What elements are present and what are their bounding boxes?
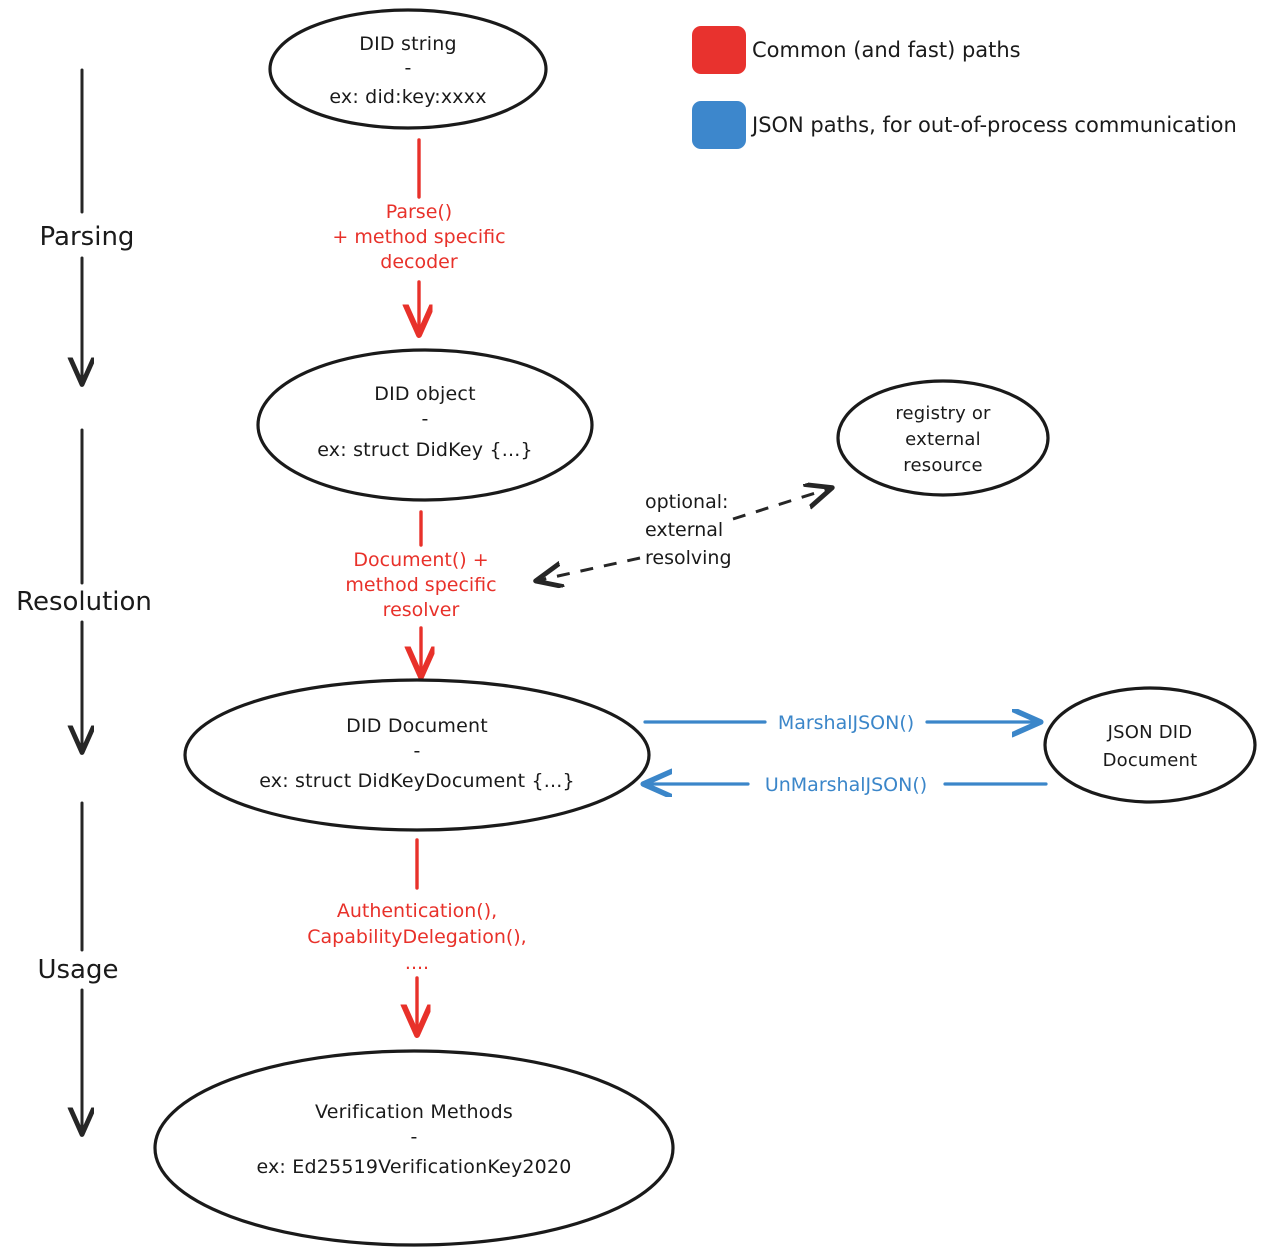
legend-item-common-paths: Common (and fast) paths: [692, 26, 1021, 74]
edge-optional-label-1: optional:: [645, 491, 728, 513]
node-verification-methods[interactable]: Verification Methods - ex: Ed25519Verifi…: [153, 1049, 675, 1247]
node-did-document[interactable]: DID Document - ex: struct DidKeyDocument…: [183, 678, 651, 832]
node-json-did-document[interactable]: JSON DID Document: [1043, 686, 1257, 804]
edge-marshal-json: MarshalJSON(): [643, 712, 1036, 734]
edge-parse-label-3: decoder: [380, 251, 458, 273]
node-verification-methods-ellipse[interactable]: [153, 1049, 675, 1247]
node-did-string[interactable]: DID string - ex: did:key:xxxx: [268, 8, 548, 130]
node-did-document-line-1: DID Document: [346, 715, 488, 737]
edge-document-label-3: resolver: [383, 599, 460, 621]
edge-parse-label-2: + method specific: [332, 226, 505, 248]
node-registry[interactable]: registry or external resource: [836, 379, 1050, 497]
legend-label-json-paths: JSON paths, for out-of-process communica…: [750, 113, 1237, 137]
node-did-document-line-2: -: [413, 740, 420, 762]
node-did-object-line-3: ex: struct DidKey {...}: [317, 439, 533, 461]
node-did-object-line-1: DID object: [374, 383, 475, 405]
edge-optional-label-2: external: [645, 519, 723, 541]
node-registry-line-2: external: [905, 429, 981, 450]
legend: Common (and fast) paths JSON paths, for …: [692, 26, 1237, 149]
phase-label-usage: Usage: [37, 955, 118, 985]
edge-optional-inbound: [540, 556, 641, 580]
node-did-object[interactable]: DID object - ex: struct DidKey {...}: [256, 348, 594, 502]
node-did-object-ellipse[interactable]: [256, 348, 594, 502]
red-swatch-icon: [692, 26, 746, 74]
node-did-string-line-3: ex: did:key:xxxx: [329, 86, 486, 108]
edge-document: Document() + method specific resolver: [345, 510, 497, 672]
node-verification-methods-line-2: -: [410, 1126, 417, 1148]
legend-item-json-paths: JSON paths, for out-of-process communica…: [692, 101, 1237, 149]
node-did-document-ellipse[interactable]: [183, 678, 651, 832]
edge-optional-outbound: [732, 489, 828, 521]
node-did-string-line-2: -: [404, 57, 411, 79]
node-verification-methods-line-1: Verification Methods: [315, 1101, 513, 1123]
edge-parse: Parse() + method specific decoder: [332, 138, 506, 330]
node-verification-methods-line-3: ex: Ed25519VerificationKey2020: [256, 1156, 571, 1178]
edge-optional-external-resolving: optional: external resolving: [540, 489, 828, 580]
node-did-string-ellipse[interactable]: [268, 8, 548, 130]
edge-marshal-label: MarshalJSON(): [778, 712, 914, 734]
edge-optional-label-3: resolving: [645, 547, 732, 569]
edge-document-label-1: Document() +: [353, 549, 488, 571]
phase-label-parsing: Parsing: [40, 222, 135, 252]
node-did-document-line-3: ex: struct DidKeyDocument {...}: [259, 770, 575, 792]
node-did-object-line-2: -: [421, 408, 428, 430]
edge-usage-methods: Authentication(), CapabilityDelegation()…: [307, 838, 527, 1030]
edge-unmarshal-json: UnMarshalJSON(): [648, 774, 1048, 796]
node-json-did-document-ellipse[interactable]: [1043, 686, 1257, 804]
blue-swatch-icon: [692, 101, 746, 149]
phase-label-resolution: Resolution: [16, 587, 152, 617]
edge-parse-label-1: Parse(): [386, 201, 452, 223]
legend-label-common-paths: Common (and fast) paths: [752, 38, 1021, 62]
edge-document-label-2: method specific: [345, 574, 496, 596]
node-did-string-line-1: DID string: [359, 33, 456, 55]
node-registry-ellipse[interactable]: [836, 379, 1050, 497]
edge-usage-label-2: CapabilityDelegation(),: [307, 926, 526, 948]
node-json-did-document-line-1: JSON DID: [1107, 722, 1193, 743]
edge-usage-label-1: Authentication(),: [337, 900, 497, 922]
node-registry-line-3: resource: [903, 455, 982, 476]
edge-unmarshal-label: UnMarshalJSON(): [765, 774, 927, 796]
node-json-did-document-line-2: Document: [1103, 750, 1198, 771]
node-registry-line-1: registry or: [895, 403, 991, 424]
edge-usage-label-3: ....: [405, 952, 429, 974]
